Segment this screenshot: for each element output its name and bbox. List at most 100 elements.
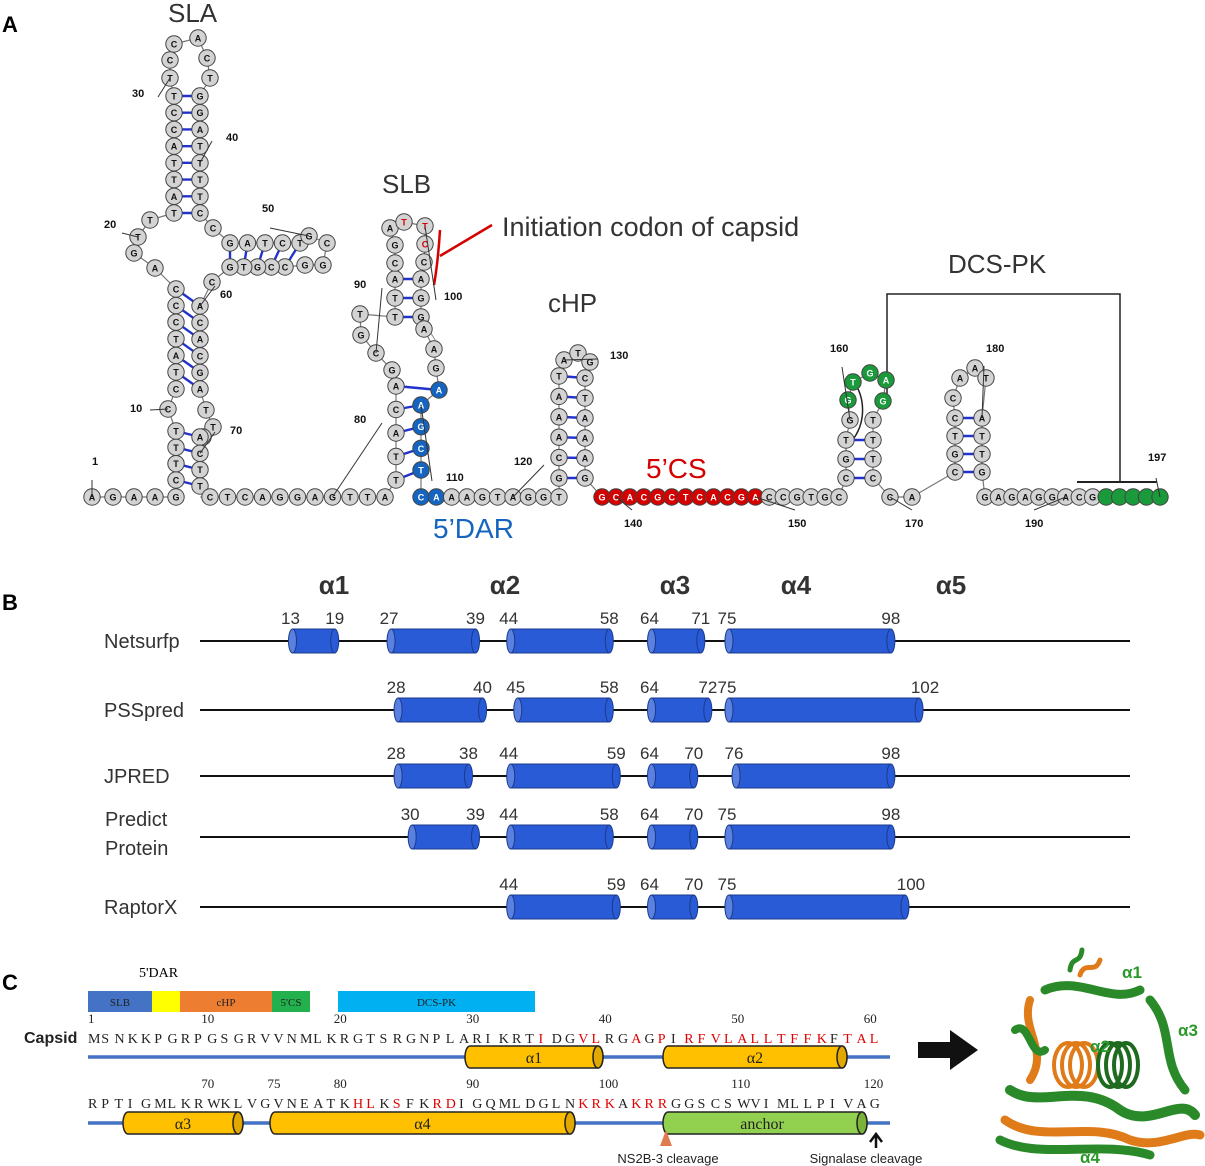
svg-text:G: G — [391, 241, 398, 251]
svg-text:C: C — [268, 263, 275, 273]
svg-text:A: A — [89, 493, 96, 503]
helix-start: 28 — [387, 678, 406, 697]
svg-text:A: A — [393, 382, 400, 392]
nucleotide: C — [167, 296, 185, 315]
svg-text:A: A — [710, 493, 717, 503]
capsid-label: Capsid — [24, 1030, 77, 1047]
helix-end: 70 — [684, 875, 703, 894]
position-label: 190 — [1025, 518, 1043, 530]
nucleotide: G — [581, 353, 599, 371]
svg-text:A: A — [392, 275, 399, 285]
nucleotide: T — [256, 234, 274, 252]
helix-header-2: α2 — [490, 570, 520, 600]
svg-text:A: A — [171, 142, 178, 152]
seq-number: 60 — [864, 1011, 877, 1026]
nucleotide: G — [874, 392, 892, 410]
svg-text:G: G — [254, 263, 261, 273]
svg-text:C: C — [696, 493, 703, 503]
initiation-codon-label: Initiation codon of capsid — [502, 212, 799, 242]
nucleotide: A — [376, 488, 394, 506]
rna-domain: 5'CS — [272, 991, 310, 1012]
svg-text:G: G — [586, 358, 593, 368]
svg-text:T: T — [357, 310, 363, 320]
svg-text:T: T — [147, 216, 153, 226]
nucleotide: A — [189, 29, 207, 47]
nucleotide: G — [314, 256, 332, 274]
structure-alpha4-label: α4 — [1080, 1148, 1100, 1166]
svg-text:C: C — [207, 493, 214, 503]
position-label: 140 — [624, 518, 642, 530]
svg-text:G: G — [172, 493, 179, 503]
anchor-label: anchor — [740, 1116, 784, 1133]
helix-end: 70 — [684, 744, 703, 763]
helix-end: 39 — [466, 805, 485, 824]
nucleotide: C — [273, 234, 292, 252]
topology-helix: α2 — [662, 1045, 848, 1069]
svg-text:C: C — [950, 394, 957, 404]
svg-text:G: G — [357, 331, 364, 341]
svg-text:G: G — [540, 493, 547, 503]
dar-domain-label: 5'DAR — [139, 966, 179, 981]
nucleotide: A — [191, 428, 209, 446]
seq-number: 100 — [599, 1076, 619, 1091]
svg-text:C: C — [171, 125, 178, 135]
nucleotide: A — [415, 320, 433, 338]
svg-text:G: G — [329, 493, 336, 503]
svg-text:T: T — [347, 493, 353, 503]
nucleotide: A — [306, 488, 324, 506]
codon-pointer — [439, 223, 493, 258]
svg-text:T: T — [556, 493, 562, 503]
nucleotide: A — [191, 380, 209, 398]
nucleotide: T — [191, 477, 209, 495]
svg-text:T: T — [203, 406, 209, 416]
svg-text:C: C — [836, 493, 843, 503]
svg-text:T: T — [197, 158, 203, 168]
nucleotide: G — [973, 463, 991, 481]
nucleotide: C — [416, 235, 434, 253]
svg-text:A: A — [556, 433, 563, 443]
nucleotide: T — [387, 471, 405, 489]
panel-a-label: A — [2, 12, 18, 37]
nucleotide: A — [165, 187, 183, 205]
nucleotide: C — [944, 389, 962, 407]
seq-number: 10 — [201, 1011, 214, 1026]
svg-text:C: C — [173, 476, 180, 486]
nucleotide: T — [412, 461, 430, 479]
helix-start: 13 — [281, 609, 300, 628]
nucleotide: C — [946, 409, 964, 427]
svg-text:T: T — [225, 493, 231, 503]
helix-start: 75 — [717, 805, 736, 824]
rna-domain-label: 5'CS — [281, 997, 302, 1009]
nucleotide: G — [271, 488, 289, 506]
svg-text:T: T — [393, 452, 399, 462]
ns2b3-cleavage-icon — [660, 1130, 672, 1146]
nucleotide: C — [203, 273, 221, 291]
svg-text:C: C — [209, 278, 216, 288]
svg-text:C: C — [197, 209, 204, 219]
svg-text:T: T — [171, 175, 177, 185]
nucleotide: T — [576, 389, 594, 407]
nucleotide: C — [415, 253, 433, 271]
svg-text:C: C — [197, 351, 204, 361]
nucleotide: T — [191, 187, 209, 205]
position-label: 197 — [1148, 452, 1166, 464]
nucleotide: T — [550, 488, 568, 506]
svg-text:C: C — [171, 40, 178, 50]
nucleotide: A — [238, 234, 257, 252]
nucleotide: A — [146, 259, 164, 277]
nucleotide: G — [386, 236, 404, 254]
seq-number: 1 — [88, 1011, 95, 1026]
structure-alpha1-label: α1 — [1122, 963, 1142, 982]
pk-bracket — [886, 293, 1121, 482]
helix-end: 58 — [600, 805, 619, 824]
helix-start: 44 — [499, 744, 518, 763]
nucleotide: C — [412, 488, 430, 506]
